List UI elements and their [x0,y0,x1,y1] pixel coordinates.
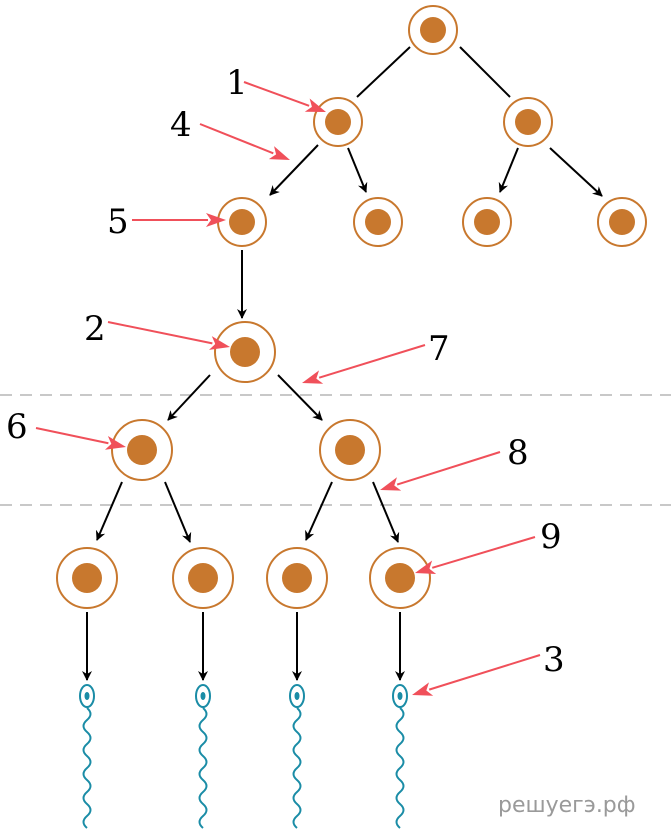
pointer-arrow [132,213,226,227]
cell [462,197,512,247]
cell-nucleus [229,209,255,235]
division-arrow [277,374,323,421]
sperm-tail [395,707,405,829]
cell-nucleus [385,563,415,593]
label-6: 6 [6,407,28,447]
sperm-cell [289,684,305,829]
label-1: 1 [226,63,248,103]
pointer-arrow [107,321,230,350]
sperm-tail [198,707,208,829]
cell-nucleus [72,563,102,593]
label-4: 4 [170,105,192,145]
sperm-cell [79,684,95,829]
label-9: 9 [540,517,562,557]
cell-nucleus [282,563,312,593]
cell-nucleus [230,337,260,367]
cell-nucleus [335,435,365,465]
connector-line [459,46,511,98]
division-arrow [269,144,319,196]
sperm-tail [292,707,302,829]
cell [217,197,267,247]
cell [369,547,431,609]
connector-line [356,46,411,98]
sperm-nucleus [200,692,206,700]
sperm-cell [392,684,408,829]
sperm-cell [195,684,211,829]
watermark: решуегэ.рф [498,793,636,818]
cell-nucleus [420,17,446,43]
cell [266,547,328,609]
cell [353,197,403,247]
sperm-nucleus [397,692,403,700]
division-arrow [498,147,519,193]
pointer-arrow [380,451,501,491]
cell [408,5,458,55]
pointer-arrow [199,123,290,160]
cell-nucleus [127,435,157,465]
cell-nucleus [188,563,218,593]
cell [597,197,647,247]
division-arrow [347,147,368,193]
division-arrow [164,481,192,543]
cell [503,97,553,147]
label-8: 8 [507,433,529,473]
division-arrow [305,481,333,541]
division-arrow [549,147,603,197]
label-7: 7 [428,329,450,369]
cell-nucleus [365,209,391,235]
cell [172,547,234,609]
division-arrow [167,374,211,421]
sperm-nucleus [294,692,300,700]
cell [319,419,381,481]
pointer-arrow [35,427,126,450]
cell [313,97,363,147]
cell-nucleus [609,209,635,235]
label-2: 2 [84,309,106,349]
pointer-arrow [302,344,426,384]
division-arrow [372,481,400,543]
sperm-tail [82,707,92,829]
pointer-arrow [415,536,536,574]
pointer-arrow [412,654,541,696]
division-arrow [95,481,123,541]
label-5: 5 [107,202,129,242]
cell-nucleus [474,209,500,235]
cell [56,547,118,609]
cell-nucleus [325,109,351,135]
cell [111,419,173,481]
cell [214,321,276,383]
label-3: 3 [543,640,565,680]
cell-nucleus [515,109,541,135]
sperm-nucleus [84,692,90,700]
pointer-arrow [243,81,326,112]
